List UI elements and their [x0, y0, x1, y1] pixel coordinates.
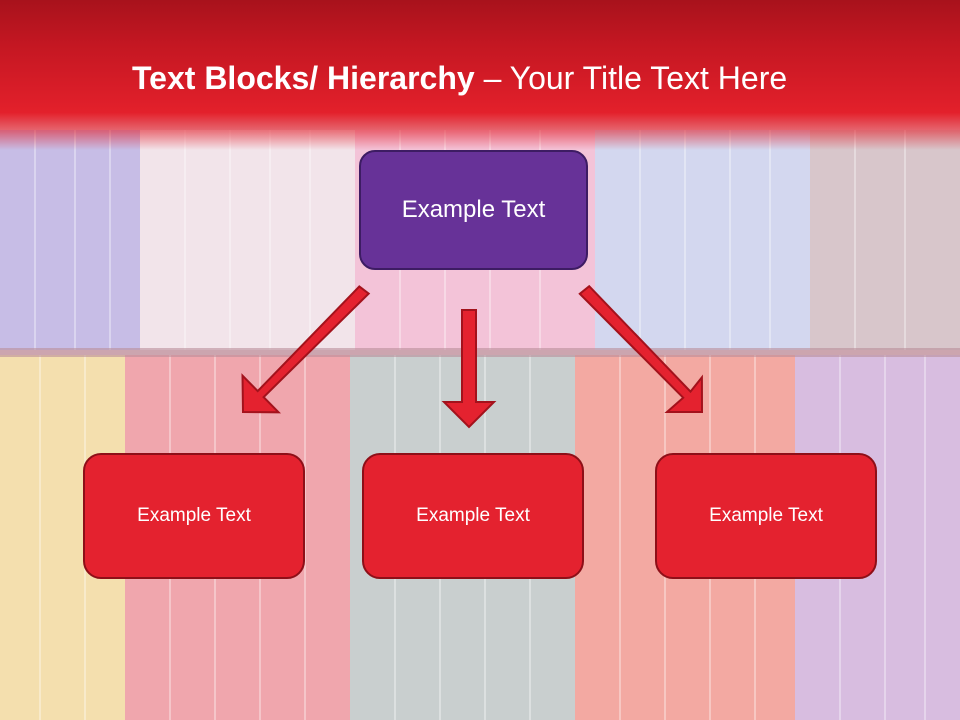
child-node-label: Example Text: [137, 505, 251, 526]
root-node-label: Example Text: [401, 196, 546, 223]
child-node-label: Example Text: [709, 505, 823, 526]
slide-title-regular: – Your Title Text Here: [474, 60, 788, 96]
slide-title: Text Blocks/ Hierarchy – Your Title Text…: [132, 56, 787, 100]
child-node-label: Example Text: [416, 505, 530, 526]
child-node-right: Example Text: [655, 453, 877, 579]
child-node-center: Example Text: [362, 453, 584, 579]
slide-title-bold: Text Blocks/ Hierarchy: [132, 60, 475, 96]
root-node: Example Text: [359, 150, 588, 270]
child-node-left: Example Text: [83, 453, 305, 579]
title-banner: [0, 0, 960, 150]
